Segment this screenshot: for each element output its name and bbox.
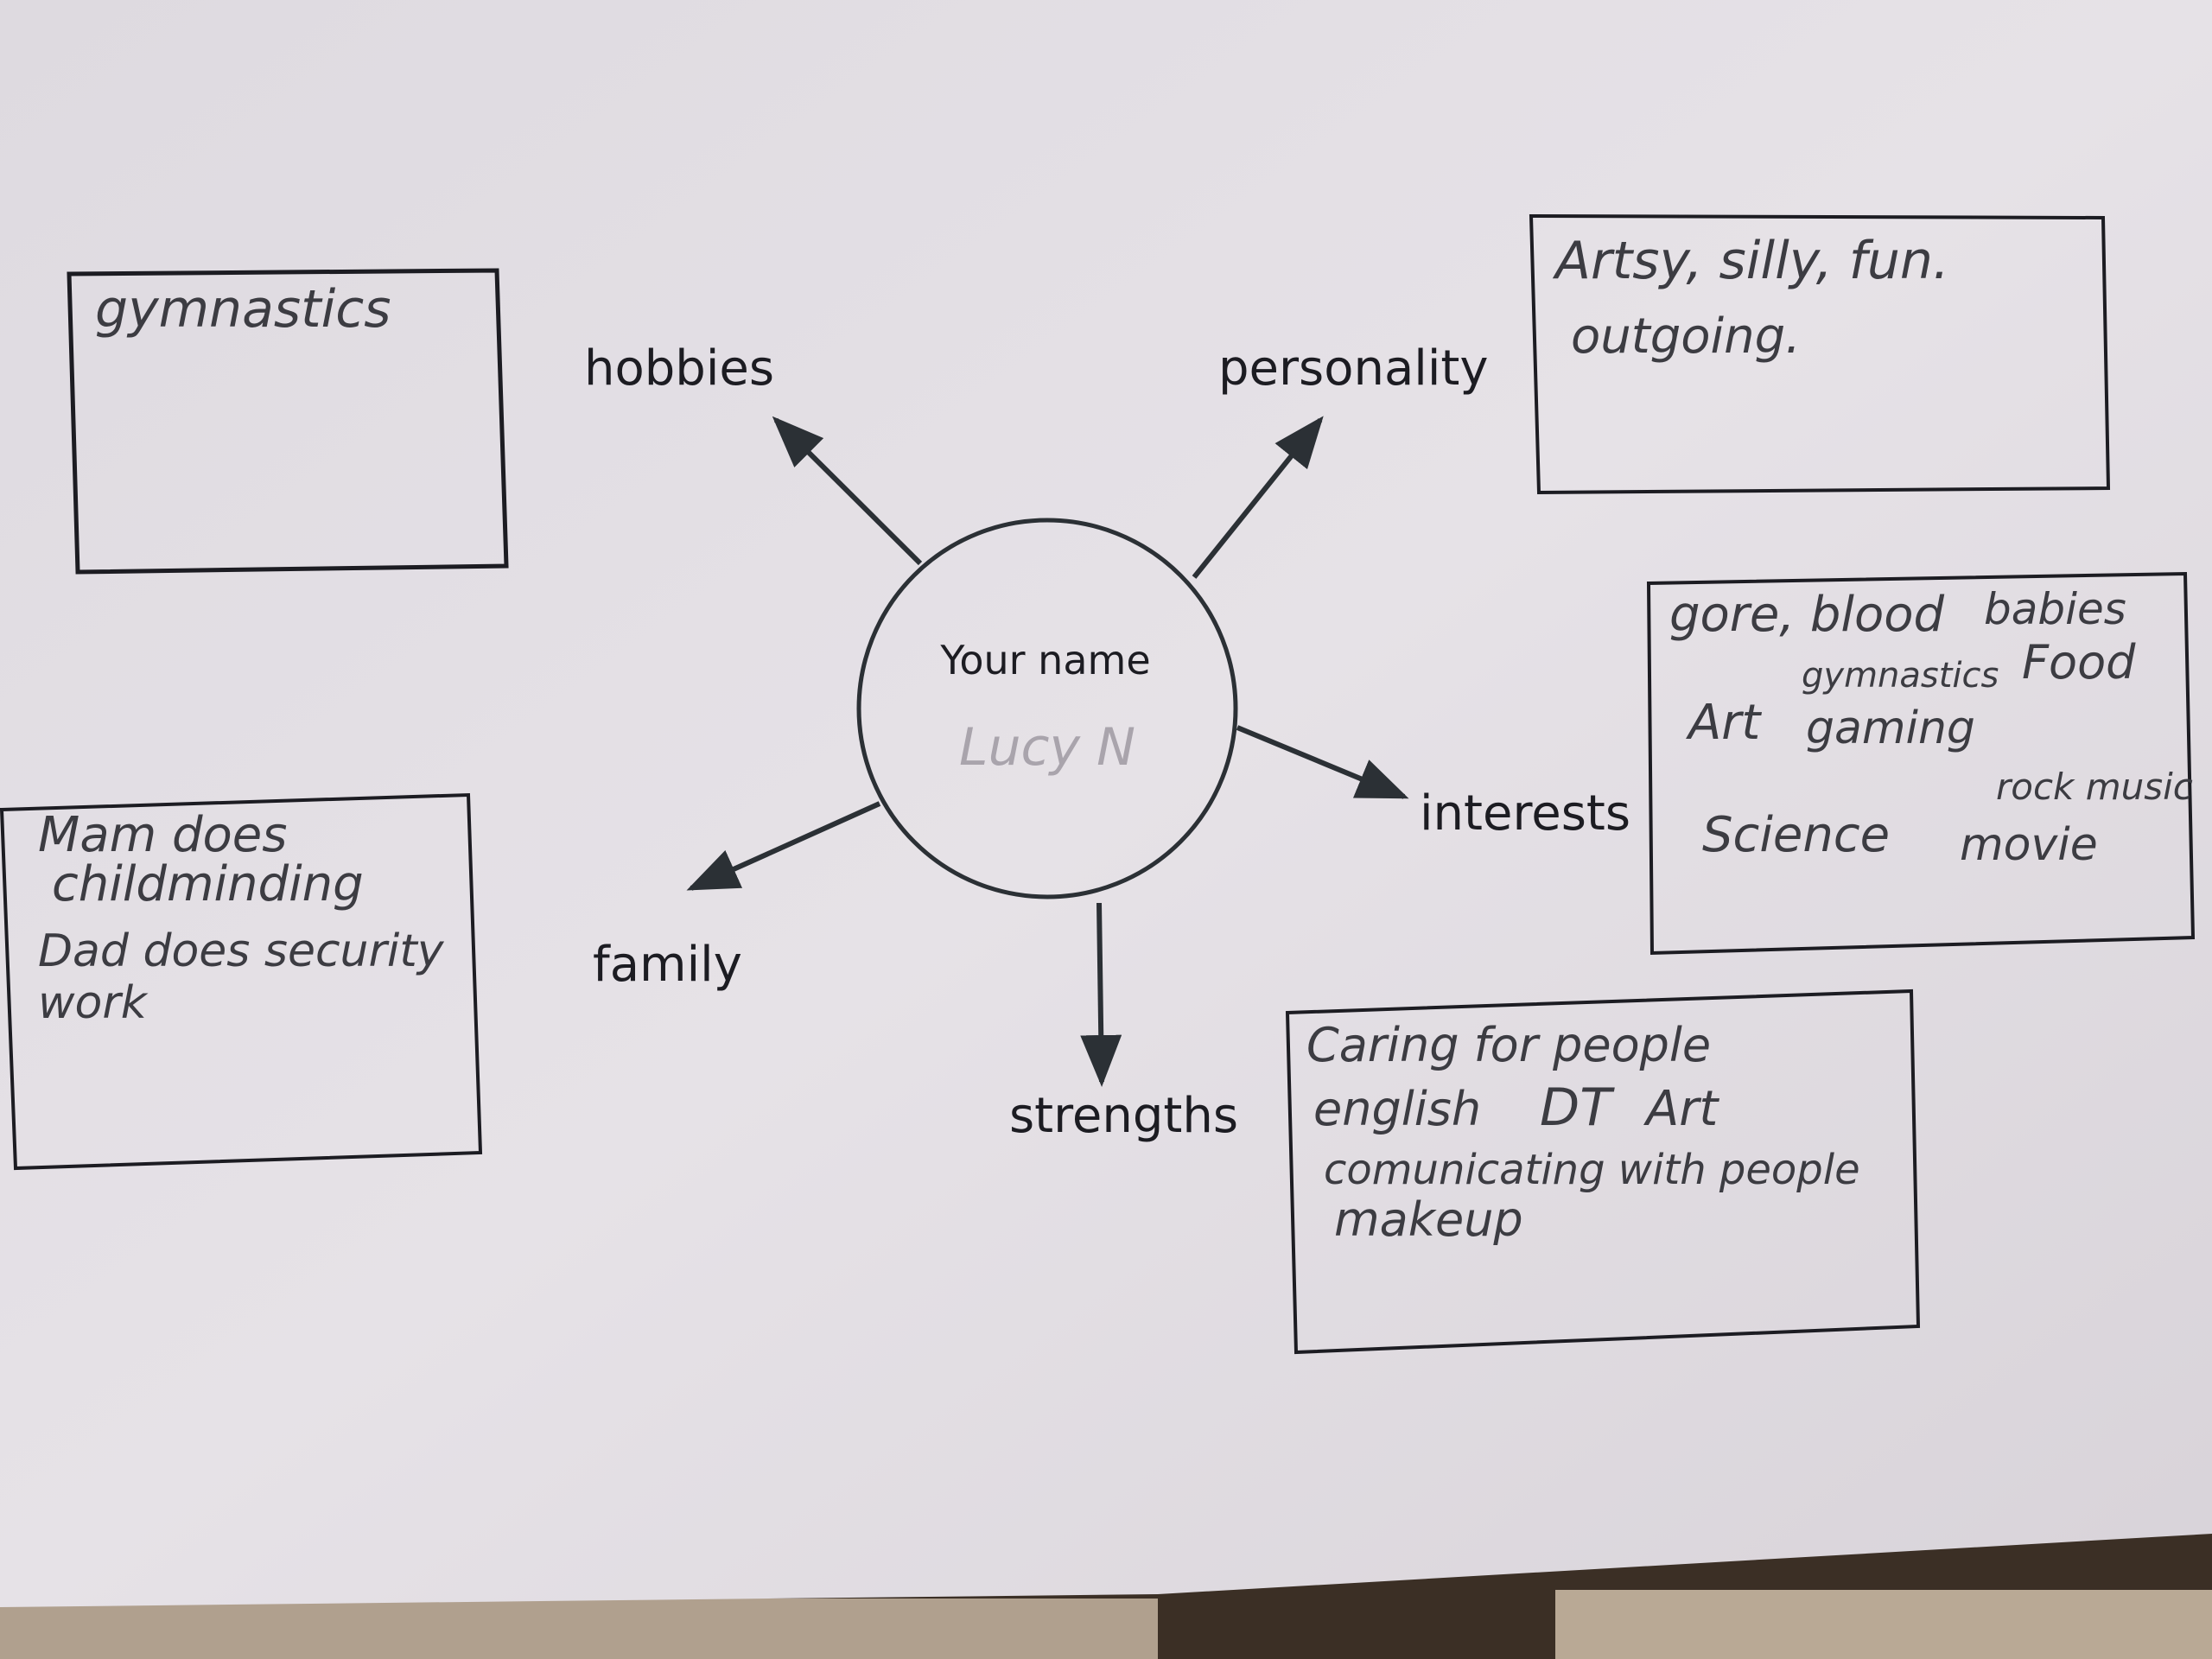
- interests-box: gore, blood babies gymnastics Food Art g…: [1646, 571, 2196, 956]
- name-value: Lucy N: [959, 717, 1135, 778]
- strengths-line: DT: [1540, 1077, 1615, 1138]
- paper-sheet: [0, 0, 2212, 1607]
- strengths-box: Caring for people english DT Art comunic…: [1285, 988, 1921, 1355]
- family-box: Mam does childminding Dad does security …: [0, 792, 483, 1171]
- interests-frame: [1646, 571, 2196, 956]
- family-line: Mam does: [38, 807, 287, 863]
- interests-line: gore, blood: [1669, 587, 1945, 643]
- arrow-personality: [1192, 416, 1324, 579]
- label-family: family: [593, 937, 742, 993]
- label-interests: interests: [1420, 785, 1630, 842]
- interests-line: Science: [1702, 807, 1890, 863]
- strengths-line: Art: [1643, 1081, 1719, 1137]
- personality-box: Artsy, silly, fun. outgoing.: [1529, 213, 2111, 495]
- center-node: Your name Lucy N: [856, 518, 1238, 899]
- interests-line: babies: [1984, 584, 2126, 634]
- interests-line: rock music: [1996, 766, 2193, 808]
- family-line: Dad does security: [38, 925, 445, 977]
- family-line: work: [38, 977, 149, 1029]
- strengths-line: comunicating with people: [1324, 1146, 1860, 1194]
- hobbies-frame: [67, 268, 509, 575]
- arrow-family: [686, 801, 881, 891]
- family-frame: [0, 792, 483, 1171]
- personality-line: Artsy, silly, fun.: [1552, 231, 1949, 291]
- strengths-line: english: [1313, 1082, 1481, 1136]
- interests-line: gymnastics: [1802, 656, 1999, 696]
- hobbies-line: gymnastics: [95, 279, 391, 340]
- interests-line: Art: [1686, 695, 1762, 751]
- strengths-line: makeup: [1334, 1192, 1523, 1247]
- table-strip: [0, 1599, 1158, 1659]
- interests-line: movie: [1960, 819, 2098, 871]
- family-line: childminding: [52, 856, 364, 912]
- interests-line: gaming: [1806, 702, 1975, 754]
- strengths-line: Caring for people: [1306, 1018, 1711, 1072]
- hobbies-box: gymnastics: [67, 268, 509, 575]
- strengths-frame: [1285, 988, 1921, 1355]
- label-hobbies: hobbies: [584, 340, 774, 397]
- arrow-interests: [1236, 725, 1409, 799]
- label-strengths: strengths: [1009, 1088, 1238, 1144]
- interests-line: Food: [2022, 635, 2136, 690]
- arrows: [686, 416, 1409, 1087]
- personality-frame: [1529, 213, 2111, 495]
- personality-line: outgoing.: [1571, 308, 1801, 365]
- name-circle: [856, 518, 1238, 899]
- label-personality: personality: [1218, 340, 1488, 397]
- name-prompt: Your name: [939, 637, 1150, 683]
- arrow-strengths: [1080, 902, 1122, 1087]
- table-strip-right: [1555, 1590, 2212, 1659]
- arrow-hobbies: [772, 416, 923, 566]
